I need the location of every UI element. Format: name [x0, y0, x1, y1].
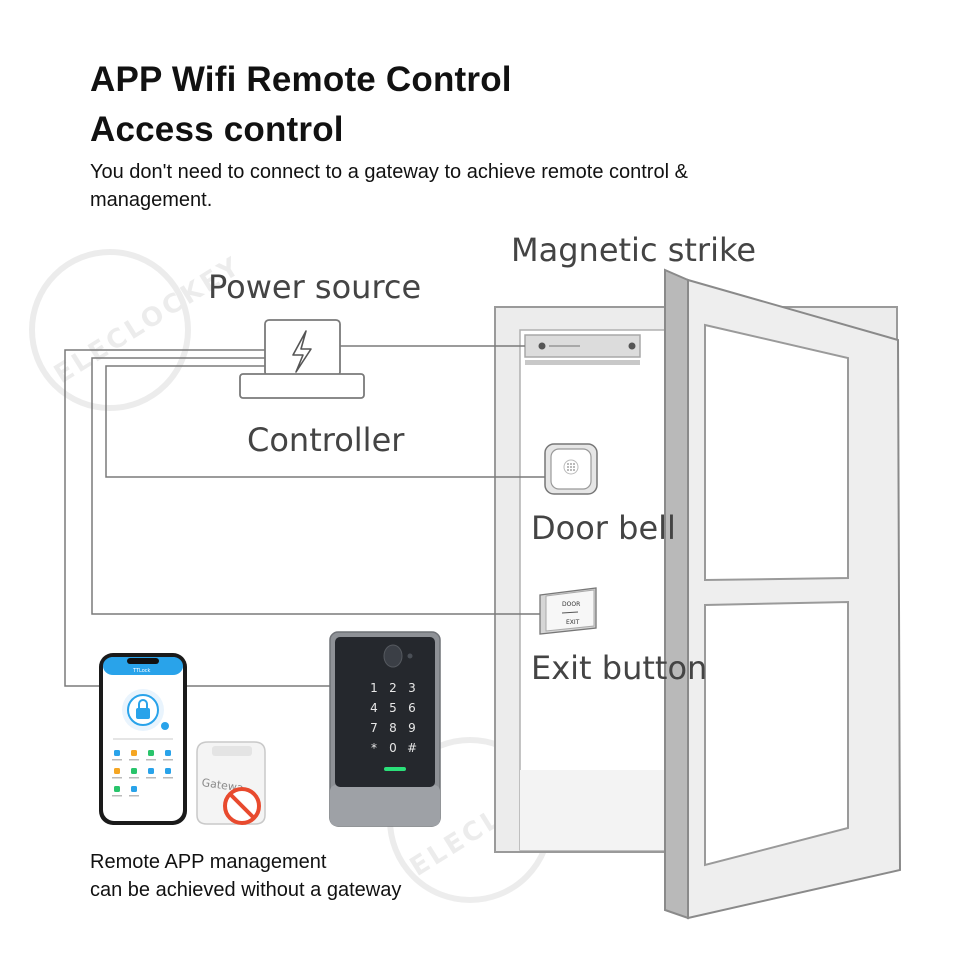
camera-lens [407, 653, 413, 659]
keypad-key: 2 [389, 681, 397, 695]
app-icon-label [129, 795, 139, 797]
prohibited-icon [223, 787, 261, 825]
keypad-key: 6 [408, 701, 416, 715]
app-icon-label [129, 777, 139, 779]
app-icon-label [163, 777, 173, 779]
keypad-key: 8 [389, 721, 397, 735]
label-door-bell: Door bell [531, 509, 676, 547]
svg-text:TTLock: TTLock [132, 668, 151, 674]
app-icon [165, 768, 171, 774]
keypad-key: 5 [389, 701, 397, 715]
keypad-key: 4 [370, 701, 378, 715]
gateway-device: Gatewa [196, 741, 266, 825]
magnetic-strike-device [524, 334, 641, 365]
exit-button-device: DOOR EXIT [539, 587, 597, 635]
caption-line-1: Remote APP management [90, 851, 327, 873]
wire-exit-button [91, 357, 540, 615]
keypad-key: * [371, 741, 377, 755]
keypad-key: 7 [370, 721, 378, 735]
keypad-key: 1 [370, 681, 378, 695]
label-magnetic-strike: Magnetic strike [511, 231, 757, 269]
bottom-caption: Remote APP management can be achieved wi… [90, 848, 401, 904]
app-icon [114, 750, 120, 756]
phone-notch [127, 658, 159, 664]
keypad-key: # [407, 741, 417, 755]
keypad-key: 3 [408, 681, 416, 695]
app-icon-label [129, 759, 139, 761]
svg-text:EXIT: EXIT [566, 619, 580, 626]
smartphone: TTLock [99, 653, 187, 825]
keypad-key: 0 [389, 741, 397, 755]
page-description: You don't need to connect to a gateway t… [90, 161, 688, 211]
lock-icon [136, 708, 150, 719]
wires [64, 345, 545, 687]
speaker-icon [567, 463, 575, 471]
app-icon [131, 768, 137, 774]
app-icon-label [112, 759, 122, 761]
lightning-icon [292, 330, 312, 373]
svg-text:DOOR: DOOR [562, 601, 580, 608]
app-icon [114, 768, 120, 774]
app-icon-label [146, 777, 156, 779]
door-leaf [664, 268, 902, 920]
caption-line-2: can be achieved without a gateway [90, 879, 402, 901]
app-icon [148, 768, 154, 774]
fingerprint-sensor [383, 644, 403, 668]
app-icon [131, 750, 137, 756]
app-icon-label [112, 795, 122, 797]
label-power-source: Power source [208, 268, 422, 306]
app-icon-label [146, 759, 156, 761]
app-icon-label [163, 759, 173, 761]
status-led [384, 767, 406, 771]
controller-box [239, 373, 365, 399]
app-icon [131, 786, 137, 792]
app-icon [114, 786, 120, 792]
power-source-box [264, 319, 341, 377]
label-controller: Controller [247, 421, 405, 459]
app-icon [148, 750, 154, 756]
page-subtitle-heading: Access control [90, 110, 344, 149]
page-title: APP Wifi Remote Control [90, 60, 512, 99]
app-icon [165, 750, 171, 756]
wire-door-bell [105, 365, 545, 478]
app-icon-label [112, 777, 122, 779]
keypad-key: 9 [408, 721, 416, 735]
app-icon-grid [112, 750, 173, 797]
wire-keypad [64, 349, 330, 687]
label-exit-button: Exit button [531, 649, 708, 687]
door-bell-device [544, 443, 598, 495]
